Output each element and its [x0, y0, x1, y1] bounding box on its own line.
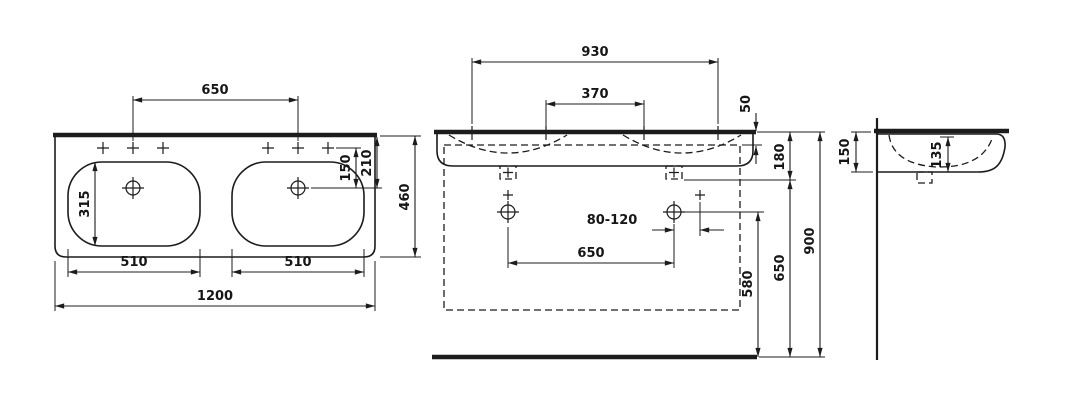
drain-body [665, 165, 683, 180]
bowl-right [231, 161, 365, 247]
dim-edge-to-tap: 210 [360, 137, 380, 188]
basin-outline [54, 135, 376, 258]
dim-tap-spacing: 650 [132, 83, 299, 141]
drain-outlet-side [916, 171, 933, 184]
side-view: 150 135 [838, 118, 1009, 360]
bowl-left [67, 161, 201, 247]
dim-label-bowl-width-right: 510 [284, 255, 311, 270]
dim-tap-offset: 150 [311, 147, 382, 189]
connection-marks [503, 190, 705, 200]
connection-cross [497, 201, 519, 223]
dim-bowl-width-right: 510 [231, 249, 365, 277]
dim-label-tap-offset: 150 [339, 154, 354, 181]
tap-hole-symbol-right [287, 177, 309, 199]
dim-label-edge-to-tap: 210 [360, 149, 375, 176]
extension-lines [851, 131, 873, 173]
dim-label-connection-height: 580 [741, 270, 756, 297]
tap-hole-cross [122, 177, 144, 199]
optional-tap-hole-marks [97, 142, 334, 154]
dim-label-inner-tap-span: 370 [581, 87, 608, 102]
dim-label-overall-depth: 460 [398, 183, 413, 210]
dim-outer-tap-span: 930 [471, 45, 719, 124]
dim-label-outer-tap-span: 930 [581, 45, 608, 60]
dim-label-bowl-length: 315 [78, 190, 93, 217]
drain-body [499, 165, 517, 180]
tap-hole-cross [287, 177, 309, 199]
drain-outlet-left [499, 165, 517, 180]
extension-lines [132, 96, 299, 141]
dim-connection-height: 580 [741, 212, 761, 357]
cabinet-outline [443, 144, 741, 311]
water-connection-right [663, 201, 685, 223]
dim-apron-height: 180 [773, 132, 793, 180]
dim-label-rim-to-cabinet: 50 [739, 95, 754, 113]
drain-cross [669, 167, 679, 178]
dim-bowl-width-left: 510 [67, 249, 201, 277]
dim-label-tap-spacing: 650 [201, 83, 228, 98]
dim-drain-height: 650 [773, 180, 793, 357]
dim-overall-depth: 460 [380, 135, 421, 258]
dim-label-rim-height: 900 [803, 227, 818, 254]
drain-cross [503, 167, 513, 178]
dim-label-back-height: 150 [838, 138, 853, 165]
connection-cross [663, 201, 685, 223]
bowl-profile-right [622, 134, 742, 154]
plan-view: 650 315 150 210 460 510 510 [53, 83, 421, 311]
dim-label-apron-height: 180 [773, 143, 788, 170]
basin-front-outline [436, 132, 754, 167]
tap-position-ticks [471, 126, 719, 140]
dim-rim-height: 900 [803, 132, 823, 357]
dim-rim-to-cabinet: 50 [739, 95, 759, 164]
dim-bowl-depth: 135 [930, 136, 954, 172]
dim-label-bowl-depth: 135 [930, 141, 945, 168]
dim-label-drain-offset-range: 80-120 [587, 213, 638, 228]
bowl-profile-side [888, 134, 993, 168]
water-connection-left [497, 201, 519, 223]
front-view: 930 370 50 180 80-120 650 [432, 45, 825, 360]
tap-hole-symbol-left [122, 177, 144, 199]
dim-label-bowl-width-left: 510 [120, 255, 147, 270]
bowl-profile-left [448, 134, 568, 154]
extension-lines [54, 261, 376, 311]
dim-back-height: 150 [838, 131, 873, 173]
dim-inner-tap-span: 370 [545, 87, 645, 126]
dim-drain-spacing: 650 [507, 227, 674, 268]
dim-drain-offset-range: 80-120 [587, 202, 724, 268]
dim-overall-width: 1200 [54, 261, 376, 311]
dim-label-drain-height: 650 [773, 254, 788, 281]
dim-label-drain-spacing: 650 [577, 246, 604, 261]
dim-label-overall-width: 1200 [197, 289, 233, 304]
basin-side-profile [876, 133, 1006, 173]
dim-bowl-length: 315 [78, 162, 98, 246]
drain-outlet-right [665, 165, 683, 180]
extension-lines [471, 58, 719, 124]
